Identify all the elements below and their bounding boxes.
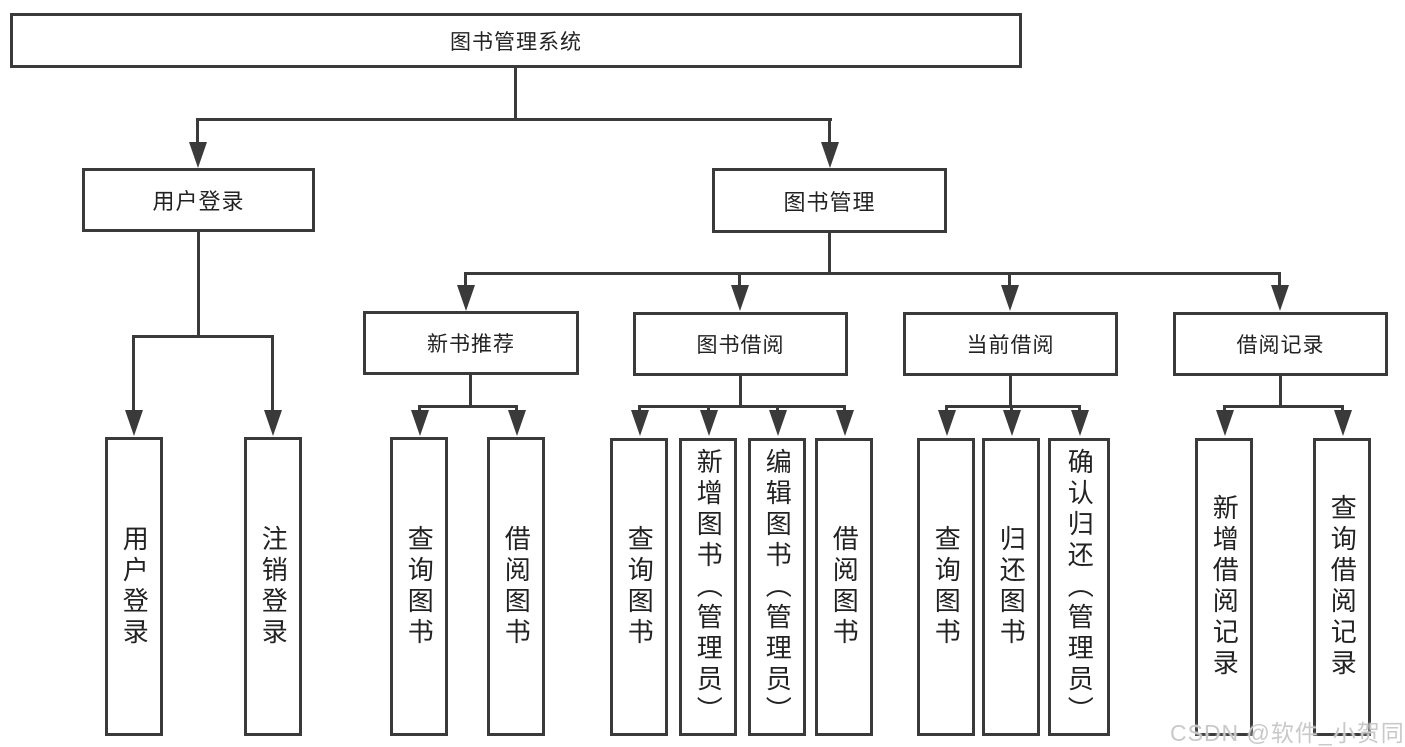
- connector-cu-leaf1-stem: [945, 405, 948, 413]
- arrow-to-nb-leaf2: [508, 410, 526, 436]
- arrow-to-records: [1271, 285, 1289, 311]
- leaf-re-query-record-label: 查询借阅记录: [1327, 494, 1358, 680]
- connector-book-mgmt-hbar: [465, 272, 1281, 275]
- leaf-br-borrow-books: 借阅图书: [815, 438, 873, 736]
- arrow-to-leaf-logout: [264, 410, 282, 436]
- leaf-user-login: 用户登录: [105, 437, 163, 736]
- connector-book-mgmt-down: [828, 233, 831, 275]
- node-current: 当前借阅: [903, 312, 1118, 376]
- leaf-re-query-record: 查询借阅记录: [1313, 438, 1371, 736]
- node-user-login: 用户登录: [82, 168, 315, 232]
- node-root-label: 图书管理系统: [450, 30, 582, 54]
- arrow-to-br-leaf2: [700, 410, 718, 436]
- node-root: 图书管理系统: [10, 13, 1022, 68]
- arrow-to-leaf-login: [125, 410, 143, 436]
- leaf-re-add-record-label: 新增借阅记录: [1209, 494, 1240, 680]
- arrow-to-user-login: [189, 142, 207, 168]
- node-user-login-label: 用户登录: [152, 189, 245, 214]
- connector-leaf-logout-stem: [271, 335, 274, 411]
- connector-user-login-hbar: [132, 335, 274, 338]
- connector-current-hbar: [945, 405, 1081, 408]
- connector-records-stem: [1278, 272, 1281, 286]
- connector-cu-leaf3-stem: [1078, 405, 1081, 413]
- connector-nb-leaf1-stem: [418, 405, 421, 413]
- connector-br-leaf3-stem: [776, 405, 779, 413]
- connector-new-books-hbar: [418, 405, 518, 408]
- leaf-nb-borrow-books-label: 借阅图书: [501, 524, 532, 649]
- connector-new-books-stem: [464, 272, 467, 286]
- connector-br-leaf4-stem: [843, 405, 846, 413]
- leaf-br-add-books-label: 新增图书（管理员）: [693, 447, 724, 727]
- leaf-nb-query-books: 查询图书: [390, 437, 448, 736]
- connector-book-mgmt-stem: [828, 118, 831, 144]
- leaf-nb-query-books-label: 查询图书: [404, 524, 435, 649]
- arrow-to-borrowing: [731, 285, 749, 311]
- csdn-watermark: CSDN @软件_小贺同学: [1170, 720, 1405, 746]
- leaf-br-query-books-label: 查询图书: [624, 525, 655, 649]
- connector-br-leaf1-stem: [638, 405, 641, 413]
- arrow-to-new-books: [457, 285, 475, 311]
- arrow-to-re-leaf1: [1216, 410, 1234, 436]
- connector-current-stem: [1008, 272, 1011, 286]
- leaf-cu-return-books-label: 归还图书: [996, 525, 1027, 649]
- connector-br-leaf2-stem: [707, 405, 710, 413]
- leaf-user-login-label: 用户登录: [119, 524, 150, 649]
- node-records: 借阅记录: [1173, 312, 1388, 376]
- arrow-to-br-leaf3: [769, 410, 787, 436]
- leaf-cu-query-books: 查询图书: [917, 438, 975, 736]
- connector-root-hbar: [196, 118, 832, 121]
- arrow-to-cu-leaf3: [1071, 410, 1089, 436]
- connector-root-stem: [514, 68, 517, 121]
- connector-borrowing-hbar: [638, 405, 846, 408]
- leaf-br-edit-books-label: 编辑图书（管理员）: [762, 447, 793, 727]
- leaf-logout-label: 注销登录: [258, 524, 289, 649]
- leaf-br-borrow-books-label: 借阅图书: [829, 525, 860, 649]
- node-borrowing: 图书借阅: [633, 312, 848, 376]
- arrow-to-re-leaf2: [1334, 410, 1352, 436]
- leaf-cu-query-books-label: 查询图书: [931, 525, 962, 649]
- node-records-label: 借阅记录: [1236, 334, 1325, 357]
- connector-user-login-stem: [196, 118, 199, 144]
- connector-cu-leaf2-stem: [1010, 405, 1013, 413]
- node-current-label: 当前借阅: [966, 334, 1055, 357]
- leaf-cu-confirm-return-label: 确认归还（管理员）: [1064, 447, 1095, 727]
- leaf-br-query-books: 查询图书: [610, 438, 668, 736]
- leaf-br-add-books: 新增图书（管理员）: [679, 438, 737, 736]
- arrow-to-cu-leaf1: [938, 410, 956, 436]
- connector-user-login-down: [197, 232, 200, 338]
- connector-records-down: [1279, 376, 1282, 408]
- connector-borrowing-stem: [738, 272, 741, 286]
- node-book-management-label: 图书管理: [783, 189, 876, 215]
- connector-re-leaf2-stem: [1341, 405, 1344, 413]
- arrow-to-cu-leaf2: [1003, 410, 1021, 436]
- connector-re-leaf1-stem: [1223, 405, 1226, 413]
- connector-nb-leaf2-stem: [515, 405, 518, 413]
- arrow-to-br-leaf1: [631, 410, 649, 436]
- arrow-to-book-mgmt: [821, 142, 839, 168]
- leaf-nb-borrow-books: 借阅图书: [487, 437, 545, 736]
- connector-current-down: [1009, 376, 1012, 408]
- leaf-cu-confirm-return: 确认归还（管理员）: [1048, 438, 1110, 736]
- leaf-cu-return-books: 归还图书: [982, 438, 1040, 736]
- leaf-logout: 注销登录: [244, 437, 302, 736]
- node-book-management: 图书管理: [712, 168, 947, 233]
- node-new-books: 新书推荐: [363, 311, 579, 375]
- node-new-books-label: 新书推荐: [427, 333, 515, 356]
- leaf-br-edit-books: 编辑图书（管理员）: [748, 438, 806, 736]
- arrow-to-current: [1001, 285, 1019, 311]
- connector-leaf-login-stem: [132, 335, 135, 411]
- arrow-to-br-leaf4: [836, 410, 854, 436]
- connector-records-hbar: [1223, 405, 1344, 408]
- leaf-re-add-record: 新增借阅记录: [1195, 438, 1253, 736]
- connector-borrowing-down: [739, 376, 742, 408]
- node-borrowing-label: 图书借阅: [696, 334, 785, 357]
- connector-new-books-down: [469, 375, 472, 408]
- arrow-to-nb-leaf1: [411, 410, 429, 436]
